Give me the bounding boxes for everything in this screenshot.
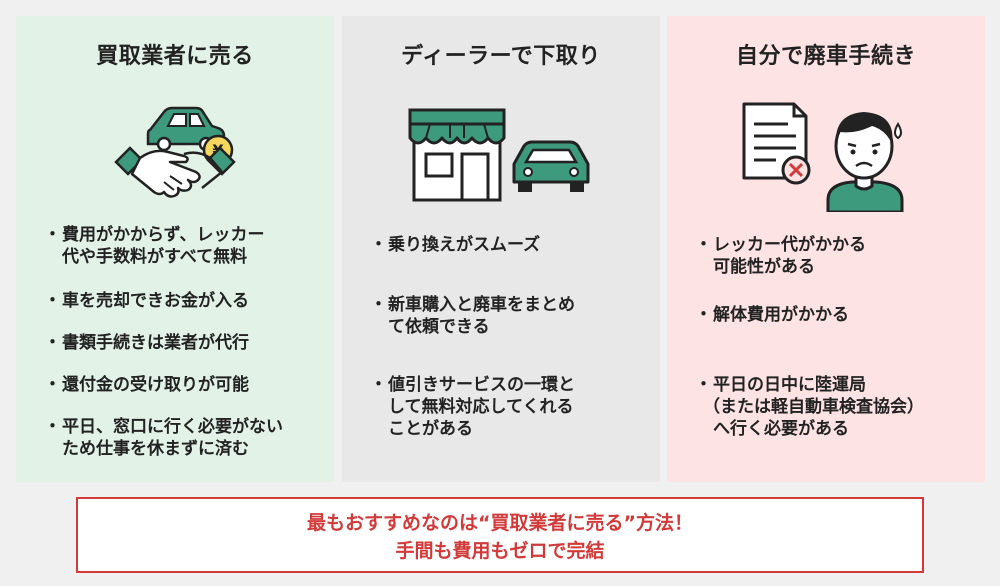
- column-title: 買取業者に売る: [96, 44, 254, 69]
- recommendation-banner: 最もおすすめなのは“買取業者に売る”方法！ 手間も費用もゼロで完結: [76, 497, 924, 573]
- worried-person-icon: [826, 112, 904, 212]
- shop-icon: [408, 108, 506, 202]
- column-title: 自分で廃車手続き: [735, 44, 916, 69]
- merit-list: ・費用がかからず、レッカー代や手数料がすべて無料 ・車を売却できお金が入る ・書…: [44, 224, 322, 482]
- bullet: ・: [44, 375, 61, 395]
- bullet: ・: [44, 333, 61, 353]
- dealer-shop-car-icon: [408, 108, 590, 202]
- list-item: ・平日の日中に陸運局（または軽自動車検査協会）へ行く必要がある: [695, 375, 924, 439]
- document-worried-person-icon: [742, 102, 904, 212]
- document-icon: [742, 102, 811, 185]
- list-item: ・解体費用がかかる: [695, 305, 849, 325]
- merit-list: ・乗り換えがスムーズ ・新車購入と廃車をまとめて依頼できる ・値引きサービスの一…: [370, 234, 648, 440]
- column-self-scrap: 自分で廃車手続き ・レッカー代がかかる可能性がある ・解体費用がかかる ・平日の…: [667, 16, 985, 482]
- demerit-list: ・レッカー代がかかる可能性がある ・解体費用がかかる ・平日の日中に陸運局（また…: [695, 234, 973, 440]
- bullet: ・: [695, 235, 712, 255]
- list-item: ・値引きサービスの一環として無料対応してくれることがある: [370, 375, 575, 439]
- bullet: ・: [44, 417, 61, 437]
- list-item: ・平日、窓口に行く必要がないため仕事を休まずに済む: [44, 417, 283, 459]
- list-item: ・乗り換えがスムーズ: [370, 235, 541, 255]
- column-dealer: ディーラーで下取り ・乗り換えがスムーズ ・新車購入と廃車をまとめて依頼できる …: [342, 16, 660, 482]
- car-icon: [512, 140, 590, 192]
- list-item: ・還付金の受け取りが可能: [44, 375, 249, 395]
- banner-line-2: 手間も費用もゼロで完結: [395, 540, 605, 562]
- list-item: ・レッカー代がかかる可能性がある: [695, 235, 866, 277]
- bullet: ・: [370, 375, 387, 395]
- list-item: ・新車購入と廃車をまとめて依頼できる: [370, 295, 575, 337]
- list-item: ・書類手続きは業者が代行: [44, 333, 249, 353]
- bullet: ・: [695, 375, 712, 395]
- bullet: ・: [44, 225, 61, 245]
- bullet: ・: [370, 235, 387, 255]
- handshake-car-yen-icon: ¥: [114, 106, 236, 198]
- banner-line-1: 最もおすすめなのは“買取業者に売る”方法！: [307, 512, 693, 534]
- bullet: ・: [695, 305, 712, 325]
- column-title: ディーラーで下取り: [401, 44, 601, 69]
- list-item: ・車を売却できお金が入る: [44, 291, 249, 311]
- bullet: ・: [370, 295, 387, 315]
- bullet: ・: [44, 291, 61, 311]
- handshake-icon: [114, 146, 236, 198]
- list-item: ・費用がかからず、レッカー代や手数料がすべて無料: [44, 225, 265, 267]
